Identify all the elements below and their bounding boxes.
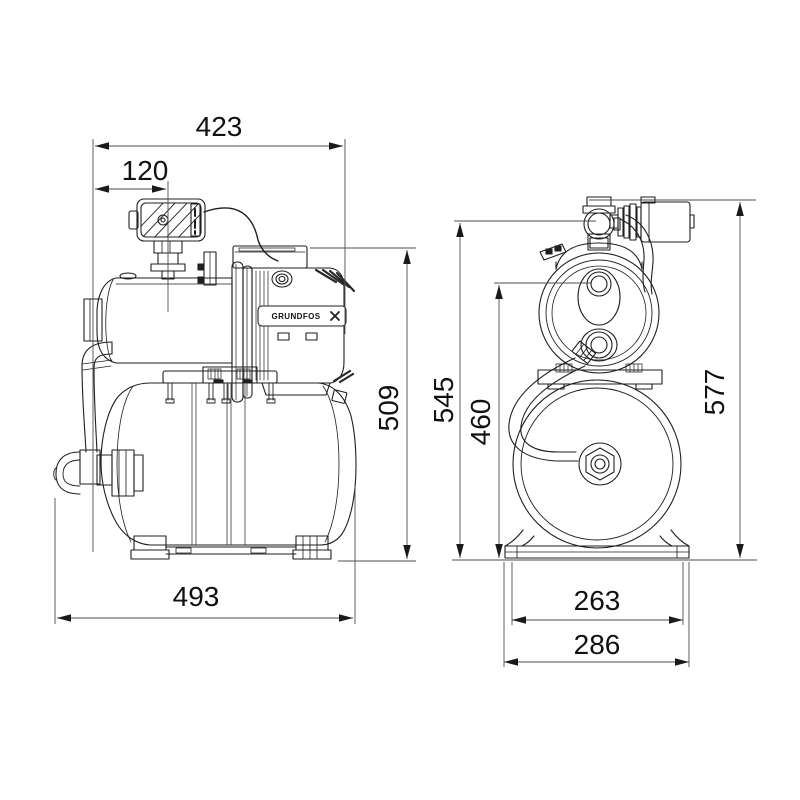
fan-cover-hatch bbox=[314, 268, 356, 384]
tank-saddle bbox=[537, 369, 663, 385]
discharge-port bbox=[585, 331, 613, 359]
flex-hose bbox=[508, 357, 586, 462]
dim-label-inlet-height: 460 bbox=[465, 399, 496, 446]
tank-side bbox=[100, 382, 357, 560]
tank-seams bbox=[191, 382, 246, 546]
valve-manifold bbox=[582, 196, 654, 295]
dim-label-overall-height: 577 bbox=[699, 369, 730, 416]
dim-label-base-length: 493 bbox=[173, 581, 220, 612]
tank-union-nut bbox=[111, 449, 135, 497]
skid-bar bbox=[165, 546, 297, 555]
tank-stand bbox=[504, 529, 690, 559]
vent-slot bbox=[277, 332, 290, 341]
dim-label-base-width: 286 bbox=[574, 629, 621, 660]
dim-label-pipework-height: 545 bbox=[428, 377, 459, 424]
priming-plug bbox=[119, 272, 137, 280]
strap-bolts bbox=[165, 382, 276, 404]
pump-flange-disc bbox=[231, 261, 244, 403]
clamp-band bbox=[555, 242, 643, 270]
tank-front bbox=[504, 363, 690, 559]
dim-label-pump-height: 509 bbox=[373, 385, 404, 432]
pump-body-side bbox=[83, 251, 253, 403]
dim-label-overall-length: 423 bbox=[196, 111, 243, 142]
dimension-lines bbox=[54, 139, 757, 667]
elbow-pipe bbox=[53, 341, 113, 495]
cable bbox=[203, 207, 279, 262]
priming-port bbox=[586, 271, 612, 297]
front-view bbox=[504, 196, 695, 559]
pump-front bbox=[538, 242, 660, 374]
tank-foot bbox=[292, 535, 332, 560]
pressure-switch-side bbox=[128, 198, 206, 280]
motor-foot bbox=[261, 382, 331, 396]
switch-brand-marking bbox=[190, 203, 201, 237]
dimension-labels: 423 120 509 493 545 460 577 263 286 bbox=[122, 111, 730, 660]
flange-stack bbox=[617, 203, 642, 241]
vent-slot bbox=[305, 332, 318, 341]
side-view: GRUNDFOS bbox=[53, 198, 357, 560]
dim-label-foot-spacing: 263 bbox=[574, 585, 621, 616]
conduit bbox=[625, 214, 654, 295]
hose-coupling-nut bbox=[571, 340, 597, 365]
motor-side: GRUNDFOS bbox=[232, 245, 356, 396]
motor-nameplate bbox=[257, 305, 347, 327]
pressure-switch-front bbox=[640, 196, 695, 243]
tank-label-tab bbox=[331, 389, 348, 404]
motor-nameplate-brand: GRUNDFOS bbox=[272, 312, 321, 321]
cable-gland bbox=[271, 270, 293, 288]
clamp-clip bbox=[539, 243, 567, 261]
brand-x-mark-icon bbox=[330, 311, 340, 321]
tank-foot bbox=[130, 535, 170, 560]
dim-label-switch-offset: 120 bbox=[122, 155, 169, 186]
switch-side-tab bbox=[128, 210, 139, 230]
tank-center-fitting bbox=[578, 442, 622, 486]
